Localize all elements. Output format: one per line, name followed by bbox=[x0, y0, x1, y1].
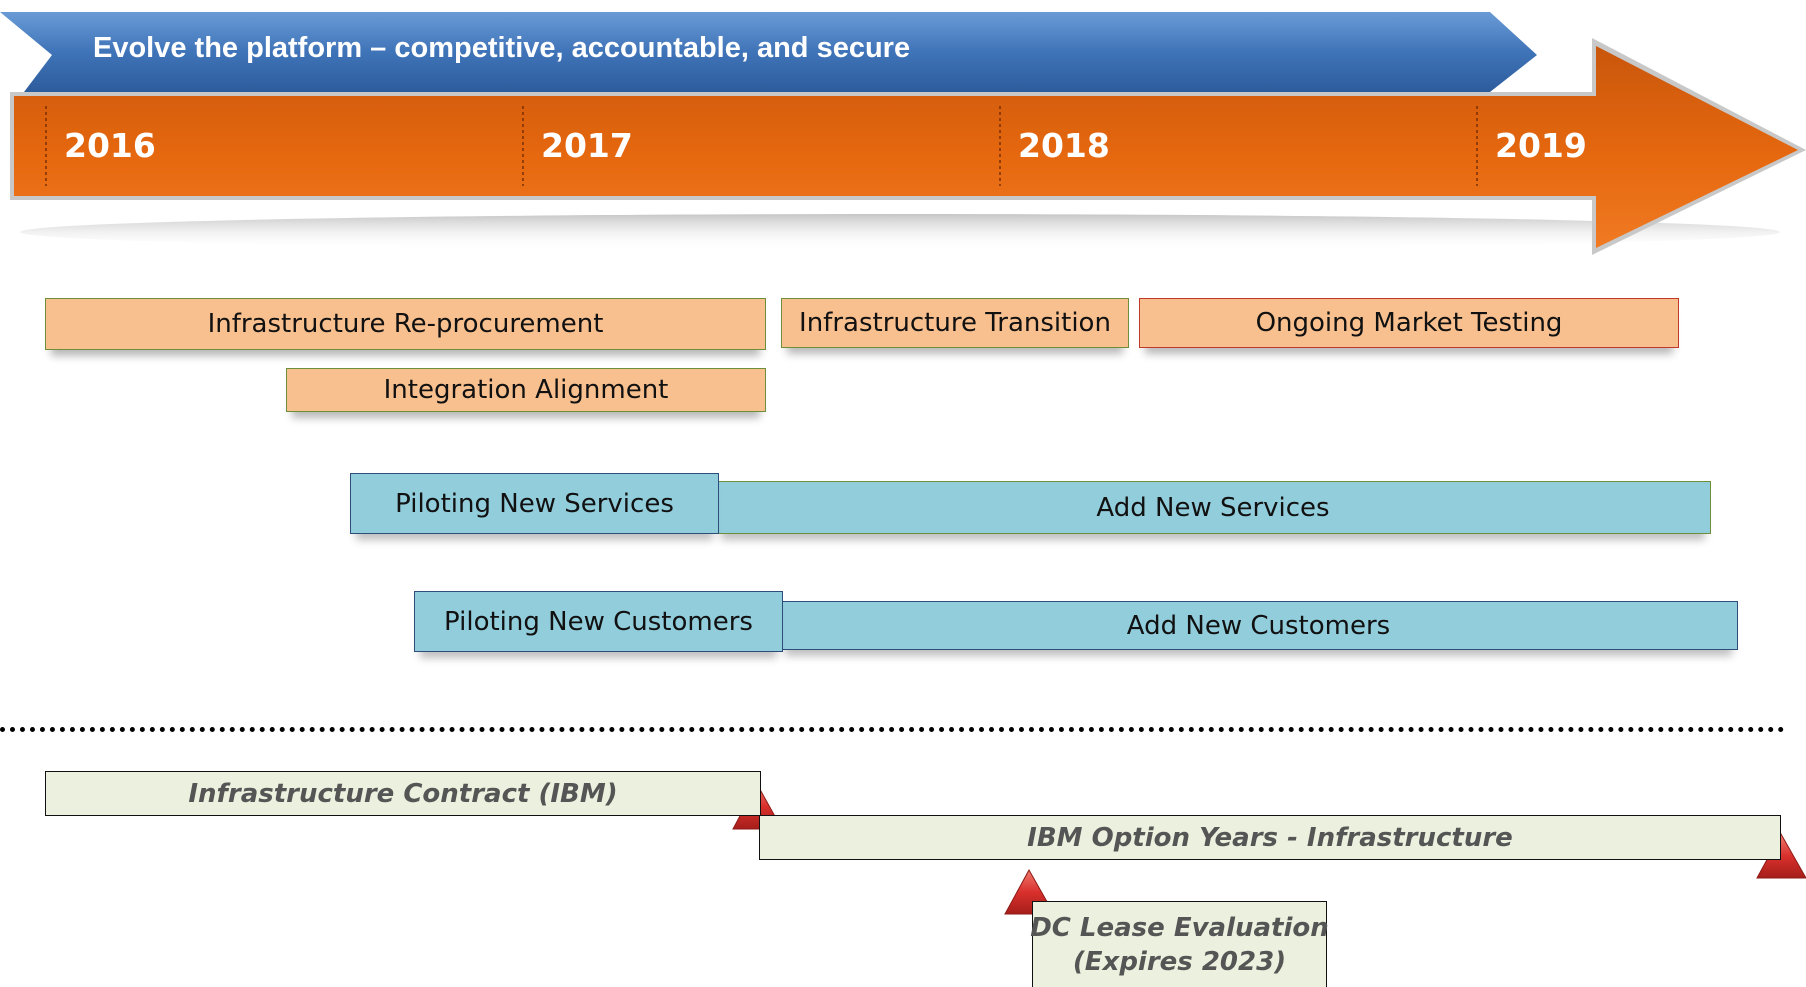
year-label: 2018 bbox=[1018, 126, 1110, 165]
section-divider bbox=[0, 727, 1785, 732]
bar-piloting-new-services: Piloting New Services bbox=[350, 473, 719, 534]
year-label: 2016 bbox=[64, 126, 156, 165]
dc-lease-title: DC Lease Evaluation bbox=[1030, 912, 1329, 943]
year-label: 2017 bbox=[541, 126, 633, 165]
bar-infrastructure-transition: Infrastructure Transition bbox=[781, 298, 1129, 348]
timeline-arrow-body bbox=[14, 46, 1798, 248]
bar-ongoing-market-testing: Ongoing Market Testing bbox=[1139, 298, 1679, 348]
arrow-shadow bbox=[20, 214, 1780, 250]
bar-integration-alignment: Integration Alignment bbox=[286, 368, 766, 412]
bar-add-new-services: Add New Services bbox=[715, 481, 1711, 534]
bar-dc-lease-evaluation: DC Lease Evaluation (Expires 2023) bbox=[1030, 901, 1329, 987]
dc-lease-expiry: (Expires 2023) bbox=[1072, 946, 1287, 977]
bar-add-new-customers: Add New Customers bbox=[779, 601, 1738, 650]
banner-chevron bbox=[0, 12, 1537, 92]
banner-title: Evolve the platform – competitive, accou… bbox=[93, 32, 911, 64]
bar-piloting-new-customers: Piloting New Customers bbox=[414, 591, 783, 652]
bar-infrastructure-contract: Infrastructure Contract (IBM) bbox=[45, 771, 761, 816]
bar-infrastructure-reprocurement: Infrastructure Re-procurement bbox=[45, 298, 766, 350]
bar-ibm-option-years: IBM Option Years - Infrastructure bbox=[759, 815, 1781, 860]
year-label: 2019 bbox=[1495, 126, 1587, 165]
